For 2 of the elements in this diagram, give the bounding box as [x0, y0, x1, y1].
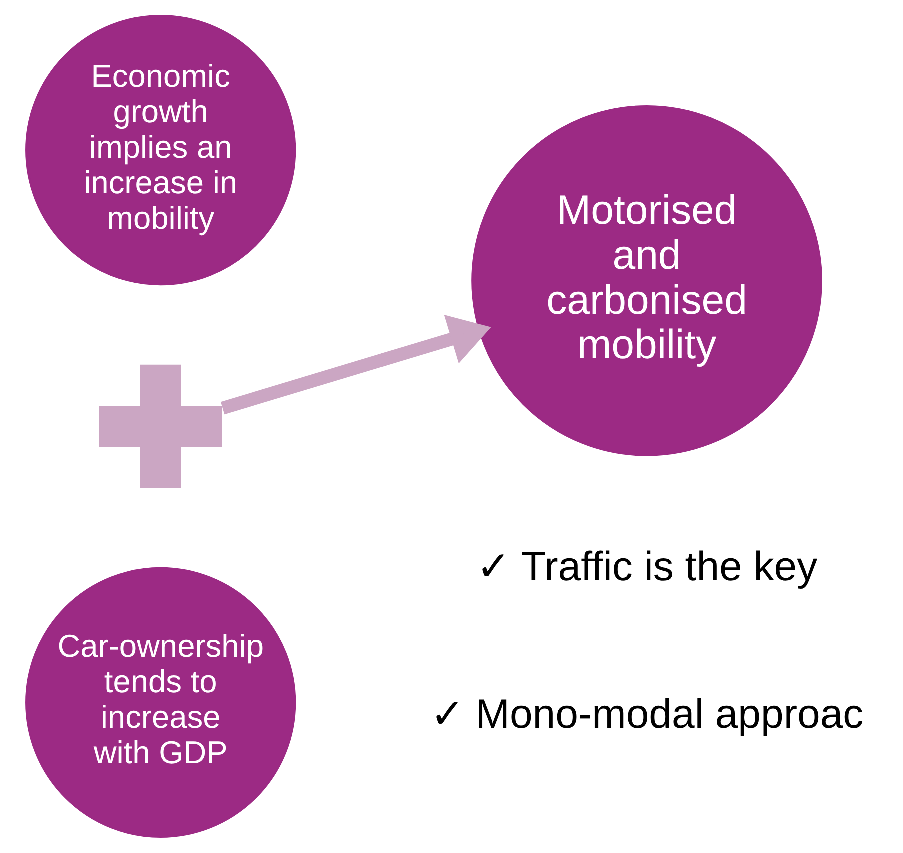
label: ✓ Mono-modal approac	[430, 691, 864, 738]
label: ✓ Traffic is the key	[476, 544, 818, 590]
